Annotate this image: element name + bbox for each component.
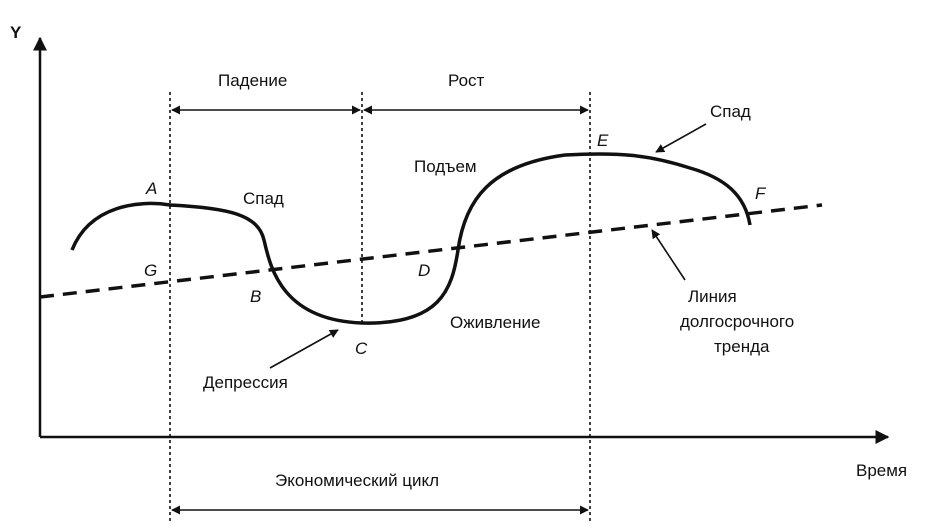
upswing-label: Подъем: [414, 157, 477, 176]
trend-label-line3: тренда: [714, 337, 770, 356]
fall-phase-label: Падение: [218, 71, 287, 90]
point-f-label: F: [755, 184, 767, 203]
x-axis-label: Время: [856, 461, 907, 480]
depression-pointer-arrow: [269, 329, 339, 369]
growth-phase-label: Рост: [448, 71, 485, 90]
decline-label-2: Спад: [710, 102, 751, 121]
decline-label-1: Спад: [243, 189, 284, 208]
depression-label: Депрессия: [203, 373, 288, 392]
decline-pointer-arrow: [655, 123, 707, 153]
point-b-label: B: [250, 287, 261, 306]
trend-pointer-arrow: [651, 229, 686, 281]
cycle-label: Экономический цикл: [275, 471, 439, 490]
cycle-curve: [70, 152, 752, 325]
point-a-label: A: [145, 179, 157, 198]
point-e-label: E: [597, 131, 609, 150]
trend-label-line2: долгосрочного: [680, 312, 794, 331]
point-d-label: D: [418, 261, 430, 280]
trend-line: [39, 203, 823, 299]
revival-label: Оживление: [450, 313, 540, 332]
point-c-label: C: [355, 339, 368, 358]
point-g-label: G: [144, 261, 157, 280]
y-axis-label: Y: [10, 23, 22, 42]
trend-label-line1: Линия: [688, 287, 737, 306]
